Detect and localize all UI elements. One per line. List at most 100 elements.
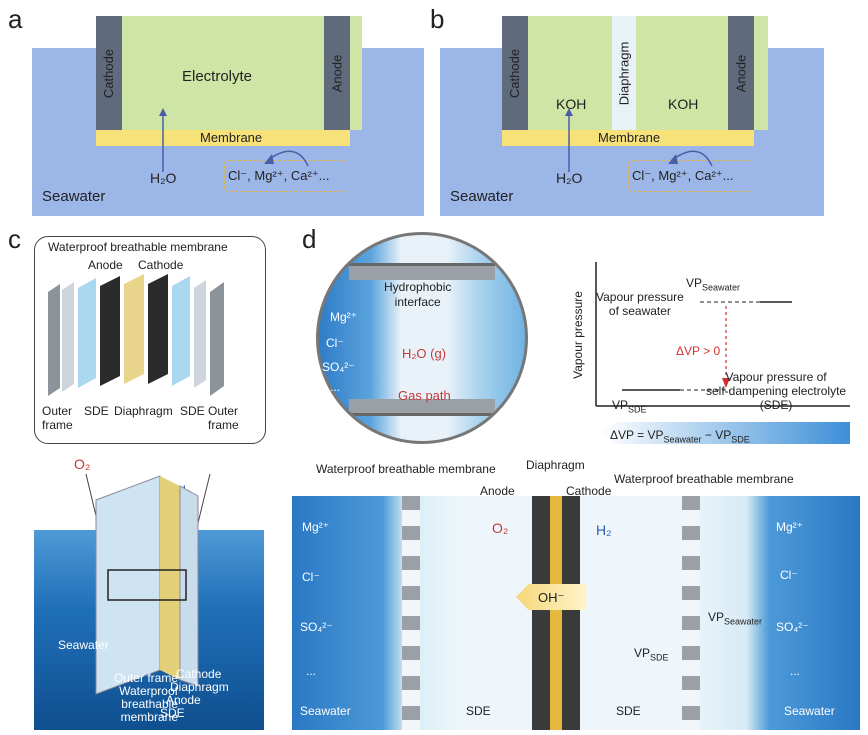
sde-right-bottom-label: SDE: [616, 704, 641, 718]
membrane-bar: [96, 130, 350, 146]
panel-b-letter: b: [430, 4, 445, 34]
vp-sde-desc: Vapour pressure of self-dampening electr…: [706, 370, 847, 412]
stack-label-2: Anode: [166, 693, 201, 707]
magnified-circle: [316, 232, 528, 444]
outer-frame-left-label: Outer frame: [42, 404, 73, 432]
h2-cell-label: H₂: [596, 522, 612, 538]
panel-d-letter: d: [302, 224, 317, 254]
dots-left-label: ...: [306, 664, 317, 678]
h2o-arrow: [159, 108, 167, 172]
diaphragm: Diaphragm: [612, 16, 636, 130]
seawater-left-label: Seawater: [300, 704, 351, 718]
ions-label: Cl⁻, Mg²⁺, Ca²⁺...: [632, 168, 734, 183]
stack-label-1: Diaphragm: [170, 680, 229, 694]
cell-cross-section: [292, 496, 860, 730]
h2o-gas-label: H₂O (g): [402, 346, 447, 361]
ions-return-arrow: [668, 150, 713, 167]
vp-sde-label: VPSDE: [612, 398, 647, 414]
device-stack: [85, 473, 211, 695]
vp-seawater-cell-label: VPSeawater: [708, 610, 762, 626]
equation-arrow: [600, 422, 850, 444]
vp-sde-sub: SDE: [628, 404, 647, 415]
anode-top-label: Anode: [480, 484, 515, 498]
right-stack-labels: Cathode Diaphragm Anode SDE: [160, 668, 229, 720]
h2o-label: H₂O: [150, 170, 177, 186]
stack-label-0: Cathode: [176, 667, 222, 681]
cathode-electrode: Cathode: [96, 16, 122, 130]
top-clamp: [349, 263, 495, 280]
left-label-1: Waterproof: [119, 684, 178, 698]
o2-label: O₂: [74, 456, 91, 472]
anode-layer: [532, 496, 550, 730]
cl-left-label: Cl⁻: [302, 570, 320, 584]
left-waterproof-membrane: [402, 496, 420, 730]
h2o-arrow: [565, 108, 573, 172]
ions-label: Cl⁻, Mg²⁺, Ca²⁺...: [228, 168, 330, 183]
cl-label: Cl⁻: [326, 336, 344, 350]
diaphragm-top-label: Diaphragm: [526, 458, 585, 472]
wbm-right-label: Waterproof breathable membrane: [614, 472, 794, 486]
anode-electrode: Anode: [324, 16, 350, 130]
bottom-clamp: [349, 399, 495, 416]
left-label-3: membrane: [120, 710, 178, 724]
graph-ylabel: Vapour pressure: [571, 291, 586, 379]
dots-label: ...: [330, 380, 341, 394]
equation-label: ΔVP = VPSeawater − VPSDE: [610, 428, 750, 444]
seawater-label-c: Seawater: [58, 638, 109, 652]
vp-sde-cell-label: VPSDE: [634, 646, 669, 662]
seawater-label: Seawater: [42, 188, 106, 205]
vp-sde-cell-sub: SDE: [650, 652, 669, 663]
wbm-left-label: Waterproof breathable membrane: [316, 462, 496, 476]
delta-vp-label: ΔVP > 0: [676, 344, 721, 358]
h2o-label: H₂O: [556, 170, 583, 186]
vp-sde-main: VP: [612, 398, 629, 412]
equation-sub2: SDE: [731, 434, 750, 445]
equation-mid: − VP: [701, 428, 732, 442]
sde-left-label: SDE: [84, 404, 109, 418]
panel-b: Cathode Anode Diaphragm KOH KOH Membrane…: [440, 16, 824, 216]
seawater-label: Seawater: [450, 188, 514, 205]
diaphragm-layer: [550, 496, 562, 730]
ions-return-arrow: [264, 150, 309, 167]
sde-left-bottom-label: SDE: [466, 704, 491, 718]
right-waterproof-membrane: [682, 496, 700, 730]
vp-seawater-desc: Vapour pressure of seawater: [596, 290, 684, 318]
sde-right-label: SDE: [180, 404, 205, 418]
exploded-stack: [48, 274, 224, 396]
membrane-label: Membrane: [200, 130, 263, 145]
so4-right-label: SO₄²⁻: [776, 620, 809, 634]
panel-a-letter: a: [8, 4, 23, 34]
o2-cell-label: O₂: [492, 520, 509, 536]
seawater-right-label: Seawater: [784, 704, 835, 718]
vp-seawater-sub: Seawater: [702, 282, 741, 293]
vp-seawater-main: VP: [686, 276, 703, 290]
cathode-layer: [562, 496, 580, 730]
anode-electrode: Anode: [728, 16, 754, 130]
vp-seawater-cell-sub: Seawater: [724, 616, 763, 627]
dots-right-label: ...: [790, 664, 801, 678]
mg-left-label: Mg²⁺: [302, 520, 329, 534]
cathode-label: Cathode: [138, 258, 184, 272]
electrolyte-area: [96, 16, 362, 130]
cathode-electrode: Cathode: [502, 16, 528, 130]
left-stack-labels: Outer frame Waterproof breathable membra…: [58, 672, 178, 724]
left-label-0: Outer frame: [113, 671, 178, 685]
stack-label-3: SDE: [160, 706, 185, 720]
anode-label: Anode: [88, 258, 123, 272]
left-label-2: breathable: [121, 697, 178, 711]
cl-right-label: Cl⁻: [780, 568, 798, 582]
koh-left-label: KOH: [556, 96, 587, 112]
panel-a: Cathode Anode Electrolyte Membrane H₂O C…: [32, 16, 424, 216]
hydrophobic-label: Hydrophobic interface: [384, 280, 452, 309]
mg-right-label: Mg²⁺: [776, 520, 803, 534]
vapour-pressure-graph: [595, 262, 850, 444]
ions-box: [628, 160, 752, 192]
membrane-bar: [502, 130, 754, 146]
ions-box: [224, 160, 348, 192]
oh-label: OH⁻: [538, 590, 565, 605]
membrane-label: Membrane: [598, 130, 661, 145]
diaphragm-label: Diaphragm: [114, 404, 173, 418]
so4-label: SO₄²⁻: [322, 360, 355, 374]
gas-path-label: Gas path: [398, 388, 451, 403]
cathode-top-label: Cathode: [566, 484, 612, 498]
